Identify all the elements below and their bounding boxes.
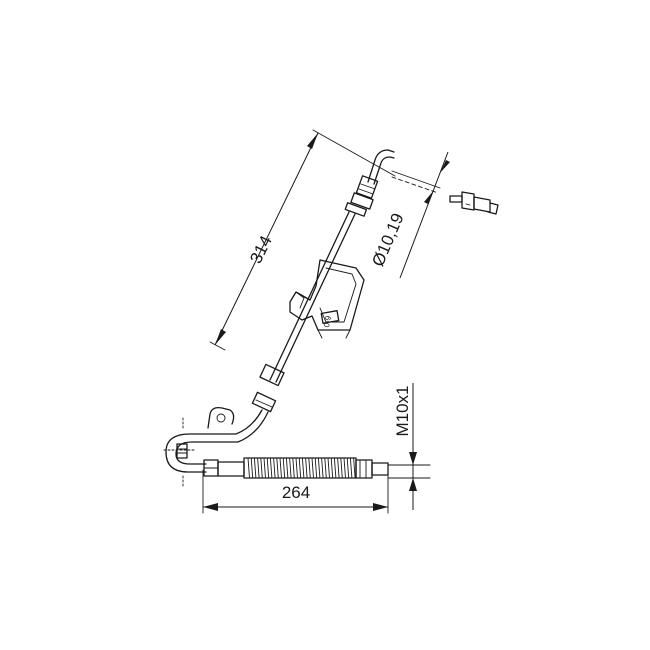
dimension-diameter: Ø10,19	[368, 151, 450, 279]
corrugation-rib	[253, 457, 257, 479]
corrugation-rib	[343, 457, 346, 479]
diameter-label: Ø10,19	[368, 210, 407, 269]
corrugation-rib	[321, 457, 324, 479]
main-hose	[251, 211, 356, 413]
corrugation-rib	[346, 457, 350, 479]
corrugation-rib	[314, 457, 318, 479]
length-label: 314	[246, 233, 276, 267]
corrugation-rib	[257, 457, 260, 479]
corrugation-rib	[330, 457, 334, 479]
corrugation-rib	[295, 457, 298, 479]
corrugation-rib	[289, 457, 292, 479]
corrugation-rib	[273, 457, 276, 479]
corrugation-rib	[333, 457, 337, 479]
lower-bent-pipe	[163, 406, 269, 487]
bracket-marking: 0-9	[322, 315, 333, 328]
corrugation-rib	[305, 457, 308, 479]
corrugation-rib	[285, 457, 289, 479]
corrugation-rib	[263, 457, 266, 479]
upper-hose-end	[344, 149, 441, 217]
corrugation-rib	[292, 457, 295, 479]
width-label: 264	[282, 483, 310, 502]
corrugation-rib	[324, 457, 327, 479]
corrugation-rib	[311, 457, 314, 479]
corrugation-rib	[317, 457, 321, 479]
bottom-hose	[203, 457, 431, 479]
corrugation-rib	[340, 457, 343, 479]
dimension-length-314: 314	[209, 129, 396, 351]
dimension-width-264: 264	[202, 469, 389, 514]
mounting-bracket: 0-9	[289, 259, 365, 339]
corrugation-rib	[250, 457, 254, 479]
corrugation-rib	[308, 457, 311, 479]
corrugation-rib	[327, 457, 330, 479]
corrugation-rib	[282, 457, 286, 479]
corrugation-rib	[269, 457, 273, 479]
corrugation-rib	[349, 457, 353, 479]
separate-fitting	[449, 191, 499, 215]
corrugation-rib	[301, 457, 305, 479]
corrugation-rib	[337, 457, 340, 479]
thread-label: M10x1	[393, 385, 412, 436]
corrugated-hose-section	[243, 457, 357, 479]
dimension-thread: M10x1	[392, 383, 429, 510]
corrugation-rib	[276, 457, 279, 479]
corrugation-rib	[247, 457, 250, 479]
corrugation-rib	[298, 457, 302, 479]
corrugation-rib	[279, 457, 282, 479]
corrugation-rib	[260, 457, 263, 479]
corrugation-rib	[353, 457, 356, 479]
corrugation-rib	[266, 457, 270, 479]
